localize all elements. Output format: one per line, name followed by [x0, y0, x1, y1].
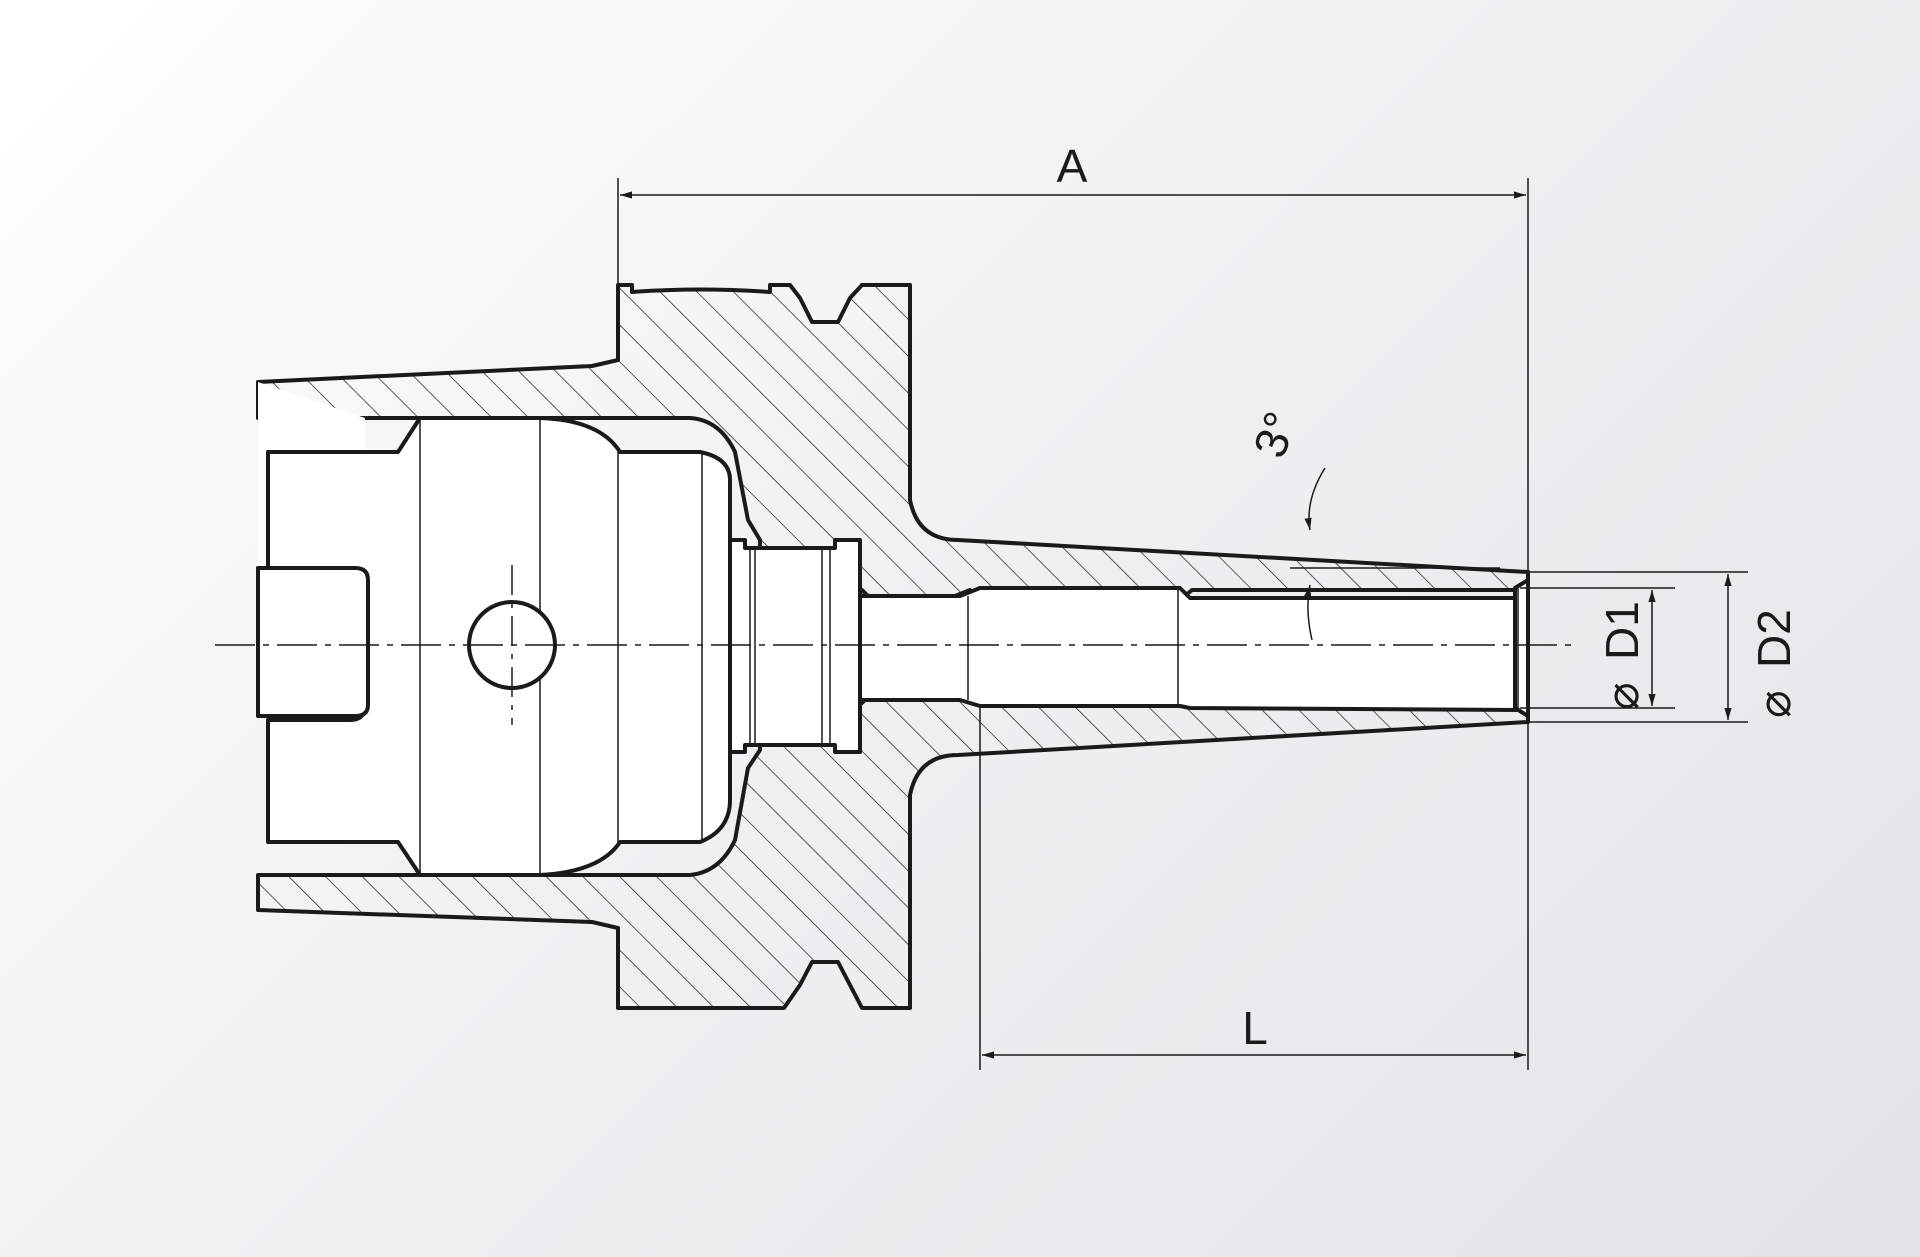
- taper-angle-dimension: [1290, 467, 1500, 641]
- dimension-a: [617, 178, 1529, 1070]
- dimension-l: [979, 706, 1526, 1070]
- dimension-d1: [1520, 587, 1675, 709]
- coolant-channel: [858, 586, 1522, 712]
- bore-tip: [1513, 578, 1530, 718]
- taper-angle-label: 3°: [1243, 405, 1307, 464]
- d2-label: D2: [1748, 609, 1800, 668]
- d1-label: D1: [1596, 601, 1648, 660]
- coolant-tube-seat: [728, 538, 862, 754]
- upper-body-section: [256, 283, 1530, 602]
- dimension-d2: [1528, 571, 1748, 723]
- drive-slot: [256, 566, 370, 718]
- dimension-a-label: A: [1057, 140, 1088, 192]
- dimension-l-label: L: [1242, 1002, 1268, 1054]
- d1-symbol: ⌀: [1596, 682, 1648, 710]
- d2-symbol: ⌀: [1748, 690, 1800, 718]
